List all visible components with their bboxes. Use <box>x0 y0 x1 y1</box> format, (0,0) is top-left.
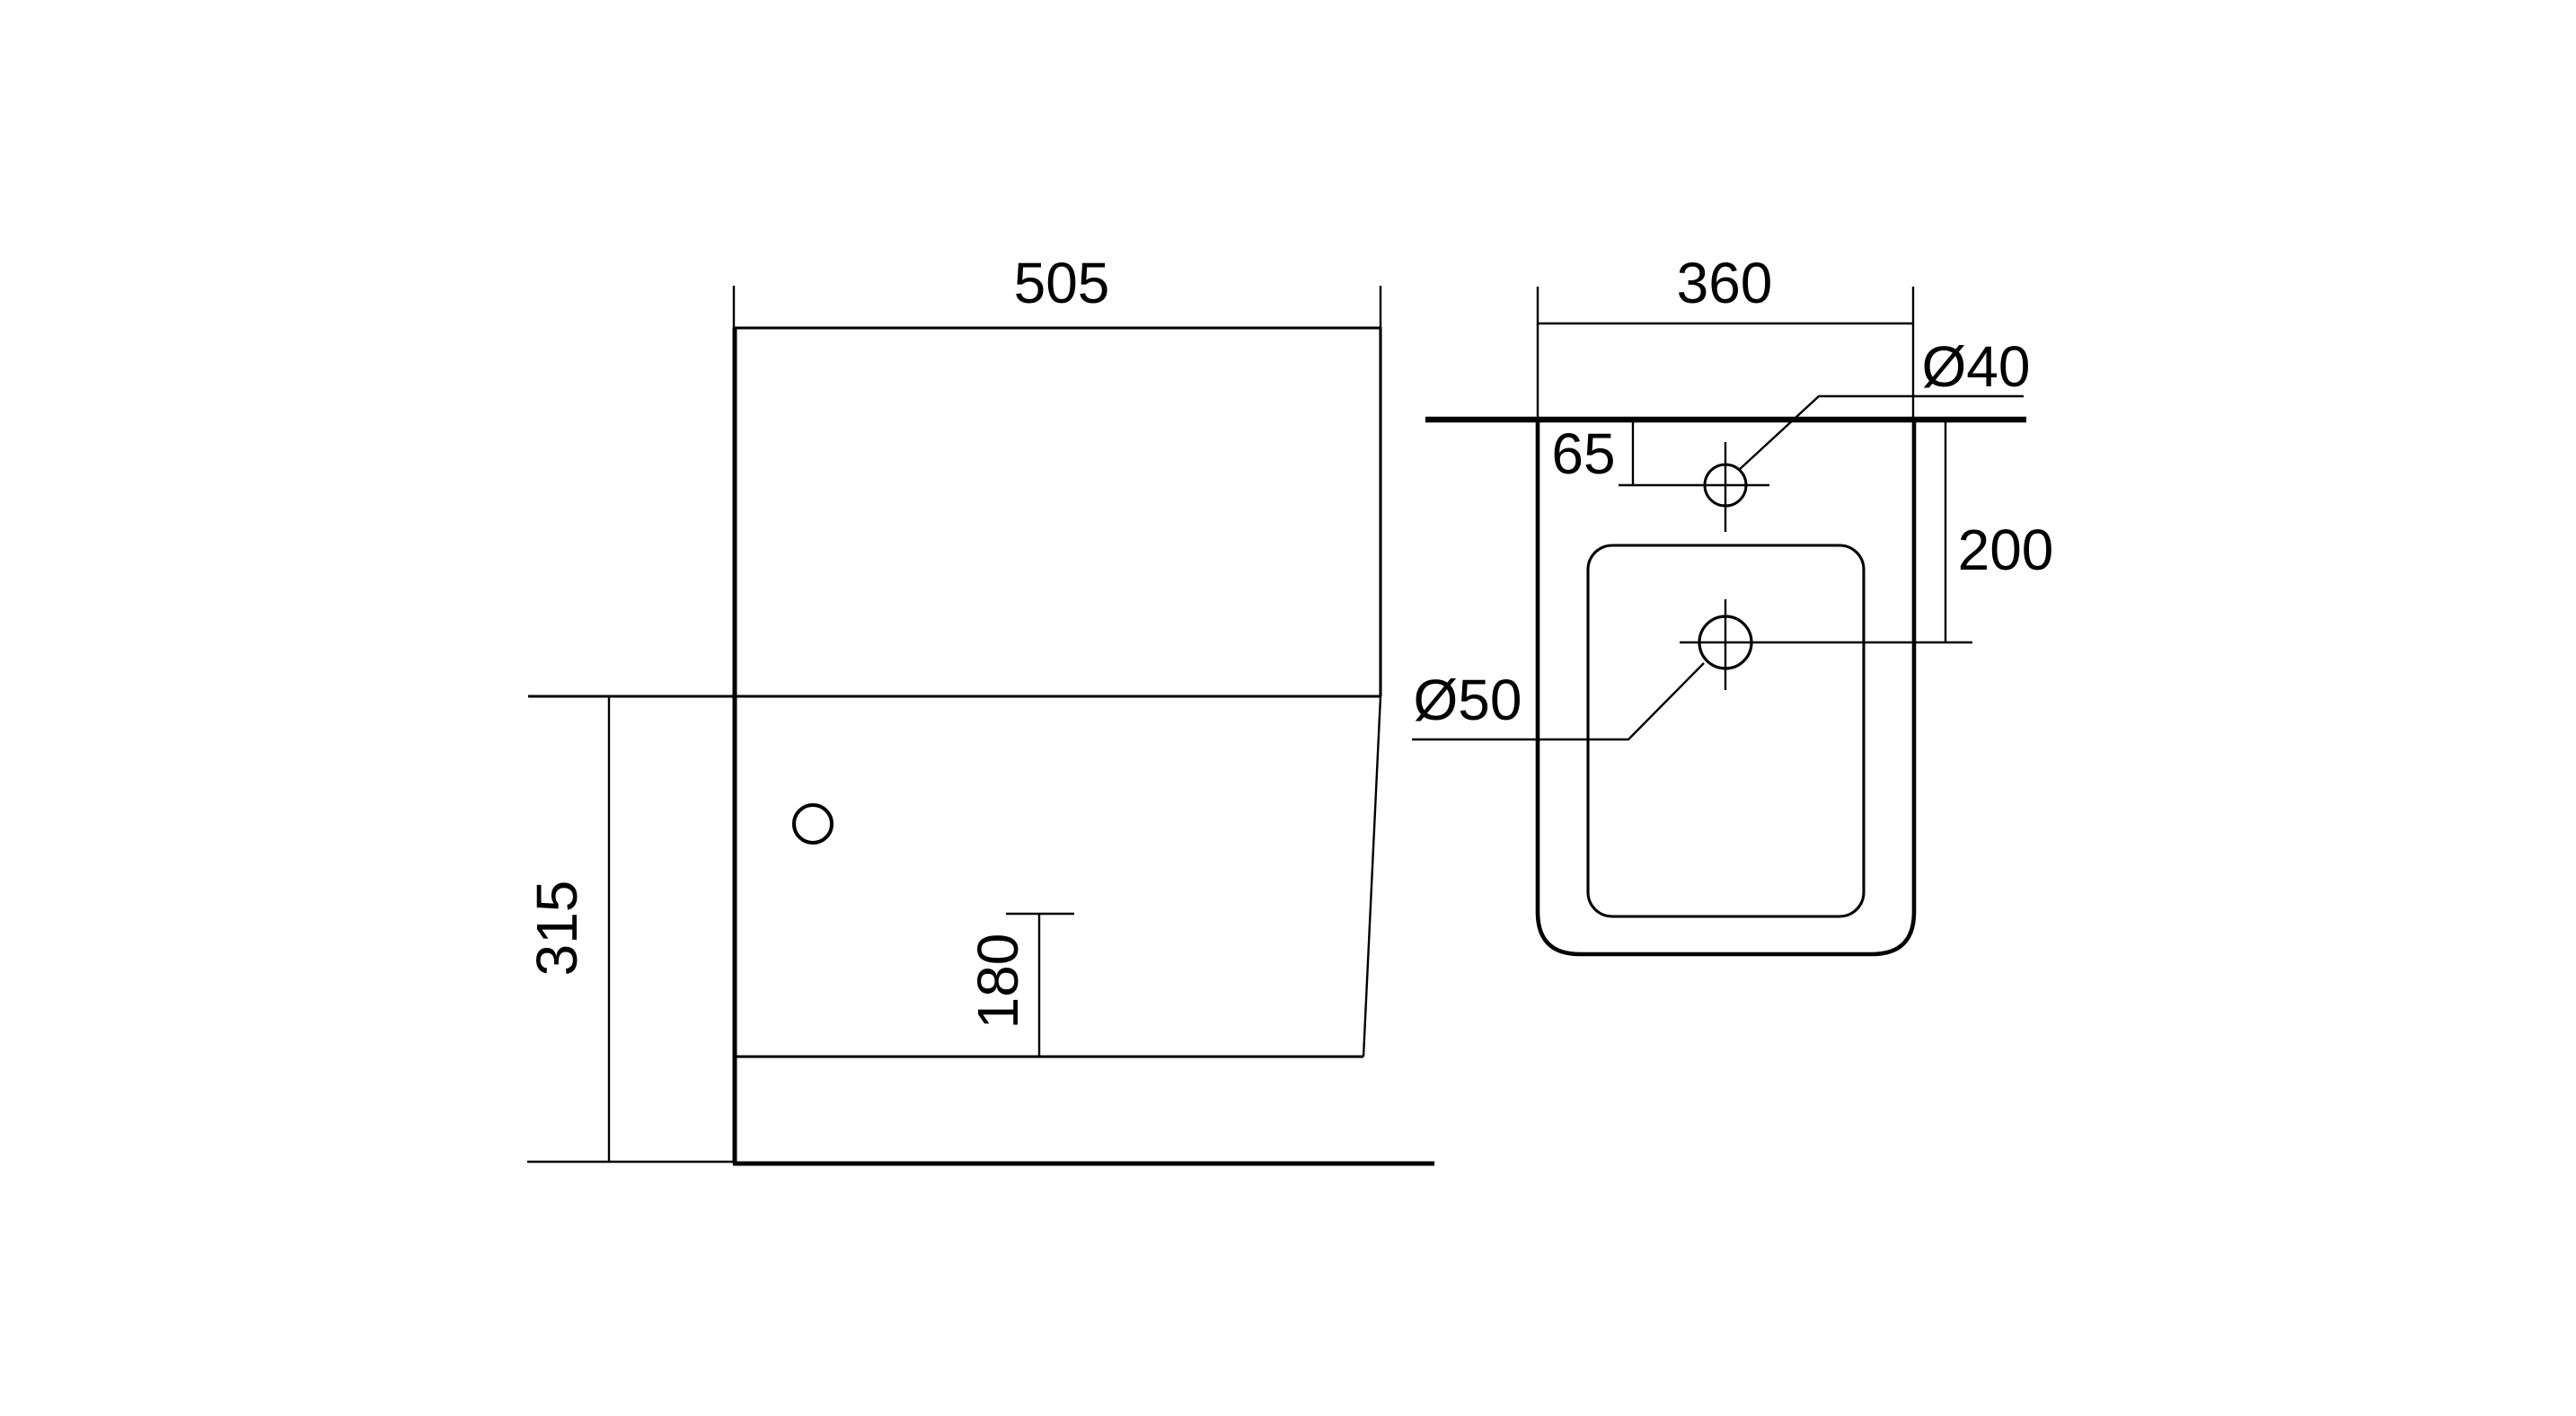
dia-40-leader-line <box>1738 394 2024 471</box>
overflow-hole <box>792 803 834 845</box>
dia-50-leader-line <box>1412 662 1705 741</box>
dim-315-label: 315 <box>525 881 589 977</box>
dim-65-label: 65 <box>1551 421 1615 486</box>
dia-50-label: Ø50 <box>1414 668 1522 732</box>
dim-360-label: 360 <box>1677 251 1773 315</box>
dim-180-label: 180 <box>966 934 1030 1030</box>
dia-40-label: Ø40 <box>1922 334 2031 399</box>
front-body-slant-edge <box>1362 695 1382 1058</box>
top-view: 360 65 Ø40 200 Ø50 <box>1412 251 2054 957</box>
top-basin-outline <box>1586 544 1866 918</box>
top-body-outline <box>1535 420 1917 957</box>
front-view: 505 315 180 <box>525 251 1434 1166</box>
dim-200-label: 200 <box>1958 518 2054 582</box>
dim-505-label: 505 <box>1014 251 1110 315</box>
